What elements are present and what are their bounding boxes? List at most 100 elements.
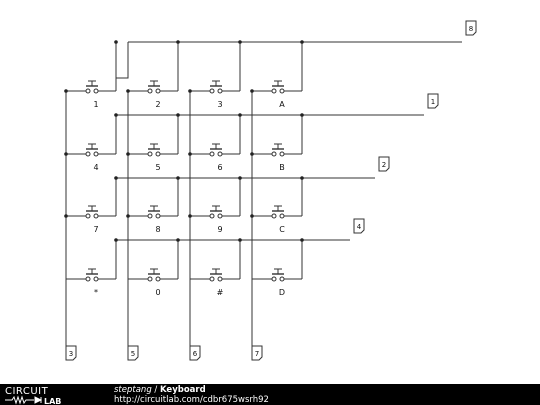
junction-dot (188, 89, 192, 93)
pushbutton-A: A (252, 80, 302, 109)
key-label: 4 (93, 163, 98, 172)
pushbutton-#: # (190, 268, 240, 297)
junction-dot (238, 238, 242, 242)
pushbutton-1: 1 (66, 80, 116, 109)
pushbutton-B: B (252, 143, 302, 172)
circuit-url[interactable]: http://circuitlab.com/cdbr675wsrh92 (114, 395, 269, 405)
button-contact-right (279, 88, 285, 94)
pushbutton-*: * (66, 268, 116, 297)
junction-dot (64, 214, 68, 218)
port-flag-shape (427, 93, 439, 109)
port-label: 2 (382, 161, 386, 169)
junction-dot (126, 214, 130, 218)
button-contact-right (279, 276, 285, 282)
key-label: # (217, 288, 224, 297)
key-label: A (279, 100, 285, 109)
junction-dot (176, 176, 180, 180)
pushbutton-D: D (252, 268, 302, 297)
button-contact-left (271, 151, 277, 157)
button-contact-right (155, 276, 161, 282)
button-contact-left (209, 151, 215, 157)
row-port-8: 8 (465, 20, 477, 36)
junction-dot (238, 113, 242, 117)
key-label: * (94, 288, 98, 297)
button-contact-left (85, 88, 91, 94)
attribution: steptang / Keyboard http://circuitlab.co… (114, 385, 269, 405)
junction-dot (64, 89, 68, 93)
author-link[interactable]: steptang (114, 385, 152, 395)
port-label: 4 (357, 223, 362, 231)
attribution-separator: / (151, 385, 160, 395)
row-port-4: 4 (353, 218, 365, 234)
button-contact-left (147, 276, 153, 282)
button-contact-right (217, 213, 223, 219)
button-contact-left (85, 151, 91, 157)
button-contact-right (217, 88, 223, 94)
port-flag-shape (353, 218, 365, 234)
junction-dot (188, 214, 192, 218)
key-label: 1 (93, 100, 98, 109)
port-flag-shape (465, 20, 477, 36)
junction-dot (250, 152, 254, 156)
junction-dot (300, 238, 304, 242)
junction-dot (300, 40, 304, 44)
port-label: 6 (193, 350, 198, 358)
logo-diode-icon (34, 396, 43, 404)
key-label: 5 (155, 163, 160, 172)
button-contact-right (93, 88, 99, 94)
column-port-7: 7 (251, 345, 263, 361)
pushbutton-2: 2 (128, 80, 178, 109)
pushbutton-3: 3 (190, 80, 240, 109)
footer-bar: CIRCUIT LAB steptang / Keyboard http://c… (0, 384, 540, 405)
port-label: 7 (255, 350, 259, 358)
circuitlab-logo: CIRCUIT LAB (5, 386, 61, 405)
port-label: 1 (431, 98, 435, 106)
key-label: 0 (155, 288, 160, 297)
logo-wave-icon (5, 395, 34, 405)
port-label: 3 (69, 350, 73, 358)
key-label: C (279, 225, 285, 234)
junction-dot (126, 89, 130, 93)
key-label: B (279, 163, 285, 172)
logo-bottom-text: LAB (44, 397, 61, 405)
button-contact-left (209, 88, 215, 94)
pushbutton-0: 0 (128, 268, 178, 297)
junction-dot (176, 40, 180, 44)
port-flag-shape (65, 345, 77, 361)
row-riser-corner (115, 42, 129, 91)
pushbutton-6: 6 (190, 143, 240, 172)
button-contact-left (271, 213, 277, 219)
key-label: 2 (155, 100, 160, 109)
junction-dot (250, 89, 254, 93)
row-port-1: 1 (427, 93, 439, 109)
junction-dot (114, 40, 118, 44)
junction-layer (64, 40, 304, 242)
button-contact-left (85, 213, 91, 219)
junction-dot (250, 214, 254, 218)
button-contact-left (209, 213, 215, 219)
wire-layer (65, 41, 462, 348)
logo-top-text: CIRCUIT (5, 386, 49, 397)
key-label: 8 (155, 225, 160, 234)
junction-dot (188, 152, 192, 156)
button-contact-left (271, 88, 277, 94)
column-port-6: 6 (189, 345, 201, 361)
port-flag-shape (189, 345, 201, 361)
button-contact-right (279, 213, 285, 219)
junction-dot (238, 40, 242, 44)
button-contact-right (155, 88, 161, 94)
button-contact-left (209, 276, 215, 282)
button-contact-right (93, 213, 99, 219)
button-contact-left (271, 276, 277, 282)
circuit-title: Keyboard (160, 385, 206, 395)
button-contact-right (155, 151, 161, 157)
junction-dot (300, 176, 304, 180)
pushbutton-8: 8 (128, 205, 178, 234)
column-port-3: 3 (65, 345, 77, 361)
junction-dot (126, 152, 130, 156)
button-contact-left (147, 151, 153, 157)
port-label: 5 (131, 350, 135, 358)
button-contact-right (93, 151, 99, 157)
